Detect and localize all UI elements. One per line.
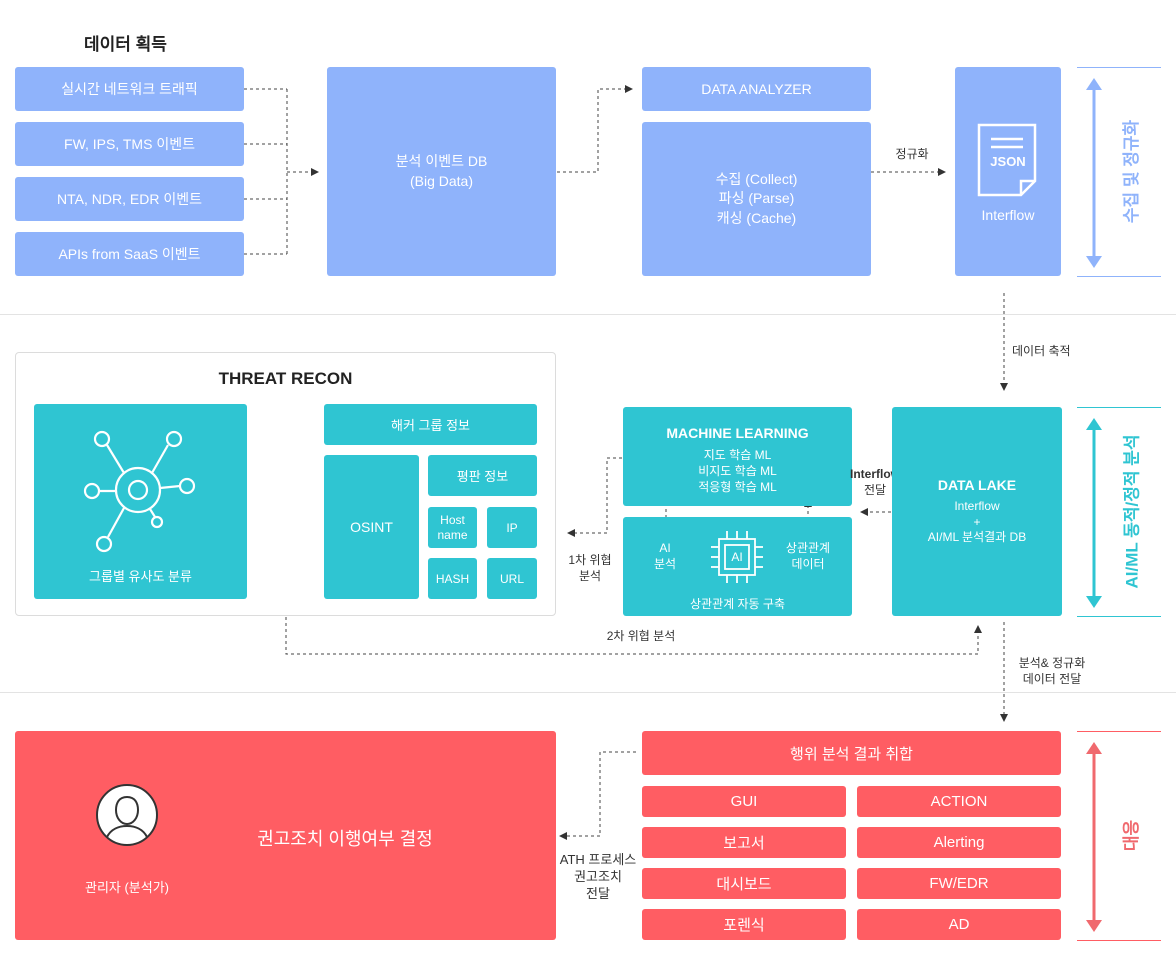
section-divider — [0, 692, 1176, 693]
hacker-group-info-box: 해커 그룹 정보 — [324, 404, 537, 445]
section-bracket-top — [1077, 67, 1161, 68]
hostname-line1: Host — [440, 513, 465, 528]
response-ad: AD — [857, 909, 1061, 940]
collect-parse-cache-box: 수집 (Collect) 파싱 (Parse) 캐싱 (Cache) — [642, 122, 871, 276]
decision-box: 관리자 (분석가) 권고조치 이행여부 결정 — [15, 731, 556, 940]
ml-unsupervised: 비지도 학습 ML — [698, 464, 777, 479]
interflow-transfer-label: Interflow 전달 — [838, 467, 912, 498]
ai-chip-text: AI — [731, 550, 743, 564]
process-collect: 수집 (Collect) — [715, 170, 798, 187]
ath-transfer-line1: ATH 프로세스 — [559, 852, 637, 867]
ai-analysis-line1: AI — [659, 541, 671, 555]
double-arrow-icon — [1086, 418, 1102, 608]
event-db-label: 분석 이벤트 DB — [395, 152, 488, 169]
data-lake-interflow: Interflow — [954, 499, 1000, 513]
ai-analysis-line2: 분석 — [653, 556, 677, 571]
double-arrow-icon — [1086, 78, 1102, 268]
process-parse: 파싱 (Parse) — [718, 190, 795, 207]
section-label-analysis: AI/ML 동적/정적 분석 — [1122, 434, 1142, 588]
corr-data-line2: 데이터 — [791, 556, 825, 571]
response-gui: GUI — [642, 786, 846, 817]
group-similarity-label: 그룹별 유사도 분류 — [89, 569, 192, 584]
interflow-label: Interflow — [981, 207, 1035, 223]
data-lake-plus: + — [973, 514, 981, 529]
data-lake-db: AI/ML 분석결과 DB — [927, 530, 1027, 545]
interflow-box: JSON Interflow — [955, 67, 1061, 276]
section-label-collect: 수집 및 정규화 — [1122, 119, 1142, 223]
first-threat-label: 1차 위협 분석 — [566, 553, 614, 584]
section-bracket-bottom — [1077, 940, 1161, 941]
normalize-label: 정규화 — [895, 147, 929, 161]
decision-label: 권고조치 이행여부 결정 — [257, 829, 433, 849]
section-label-response: 대응 — [1122, 819, 1142, 851]
data-analyzer-box: DATA ANALYZER — [642, 67, 871, 111]
json-icon-text: JSON — [990, 153, 1026, 169]
source-saas-apis: APIs from SaaS 이벤트 — [15, 232, 244, 276]
hostname-box: Host name — [428, 507, 477, 548]
data-lake-list: Interflow + AI/ML 분석결과 DB — [892, 499, 1062, 546]
ip-box: IP — [487, 507, 537, 548]
hostname-line2: name — [437, 527, 468, 542]
response-dashboard: 대시보드 — [642, 868, 846, 899]
ml-supervised: 지도 학습 ML — [703, 448, 772, 462]
url-box: URL — [487, 558, 537, 599]
response-alerting: Alerting — [857, 827, 1061, 858]
response-action: ACTION — [857, 786, 1061, 817]
source-fw-ips-tms: FW, IPS, TMS 이벤트 — [15, 122, 244, 166]
behavior-collect-box: 행위 분석 결과 취합 — [642, 731, 1061, 775]
event-db-box: 분석 이벤트 DB (Big Data) — [327, 67, 556, 276]
response-fw-edr: FW/EDR — [857, 868, 1061, 899]
network-graph-icon — [83, 430, 196, 553]
ml-title: MACHINE LEARNING — [666, 425, 809, 441]
data-lake-box: DATA LAKE Interflow + AI/ML 분석결과 DB — [892, 407, 1062, 616]
normalize-transfer-label: 분석& 정규화 데이터 전달 — [1012, 656, 1092, 687]
correlation-auto-label: 상관관계 자동 구축 — [690, 597, 785, 611]
data-lake-title: DATA LAKE — [937, 477, 1017, 493]
threat-recon-title: THREAT RECON — [218, 369, 353, 388]
admin-label: 관리자 (분석가) — [84, 880, 170, 895]
ml-list: 지도 학습 ML 비지도 학습 ML 적응형 학습 ML — [623, 447, 852, 496]
normalize-transfer-line2: 데이터 전달 — [1022, 671, 1082, 686]
source-nta-ndr-edr: NTA, NDR, EDR 이벤트 — [15, 177, 244, 221]
interflow-transfer-line1: Interflow — [850, 467, 900, 481]
json-file-icon — [977, 123, 1037, 197]
response-forensics: 포렌식 — [642, 909, 846, 940]
acquisition-title: 데이터 획득 — [84, 35, 167, 54]
first-threat-line2: 분석 — [578, 568, 602, 583]
source-realtime-traffic: 실시간 네트워크 트래픽 — [15, 67, 244, 111]
osint-box: OSINT — [324, 455, 419, 599]
second-threat-label: 2차 위협 분석 — [606, 629, 676, 643]
ath-transfer-line2: 권고조치 — [574, 868, 622, 884]
correlation-box: AI 분석 AI 상관관계 데이터 상관관계 자동 구축 — [623, 517, 852, 616]
hash-box: HASH — [428, 558, 477, 599]
normalize-transfer-line1: 분석& 정규화 — [1018, 656, 1086, 670]
reputation-info-box: 평판 정보 — [428, 455, 537, 496]
first-threat-line1: 1차 위협 — [568, 553, 612, 567]
interflow-transfer-line2: 전달 — [863, 482, 887, 497]
response-report: 보고서 — [642, 827, 846, 858]
double-arrow-icon — [1086, 742, 1102, 932]
section-bracket-top — [1077, 407, 1161, 408]
section-bracket-top — [1077, 731, 1161, 732]
section-bracket-bottom — [1077, 616, 1161, 617]
section-bracket-bottom — [1077, 276, 1161, 277]
corr-data-line1: 상관관계 — [785, 541, 831, 555]
user-avatar-icon — [96, 784, 158, 846]
ath-transfer-label: ATH 프로세스 권고조치 전달 — [548, 852, 648, 903]
group-similarity-box: 그룹별 유사도 분류 — [34, 404, 247, 599]
event-db-sublabel: (Big Data) — [409, 172, 474, 189]
machine-learning-box: MACHINE LEARNING 지도 학습 ML 비지도 학습 ML 적응형 … — [623, 407, 852, 506]
section-divider — [0, 314, 1176, 315]
ai-chip-icon — [711, 531, 763, 583]
data-store-label: 데이터 축적 — [1012, 344, 1071, 358]
process-cache: 캐싱 (Cache) — [716, 209, 797, 226]
ai-analysis-label: AI 분석 — [647, 541, 683, 572]
correlation-data-label: 상관관계 데이터 — [779, 541, 837, 572]
ath-transfer-line3: 전달 — [586, 885, 610, 901]
ml-adaptive: 적응형 학습 ML — [698, 480, 777, 495]
